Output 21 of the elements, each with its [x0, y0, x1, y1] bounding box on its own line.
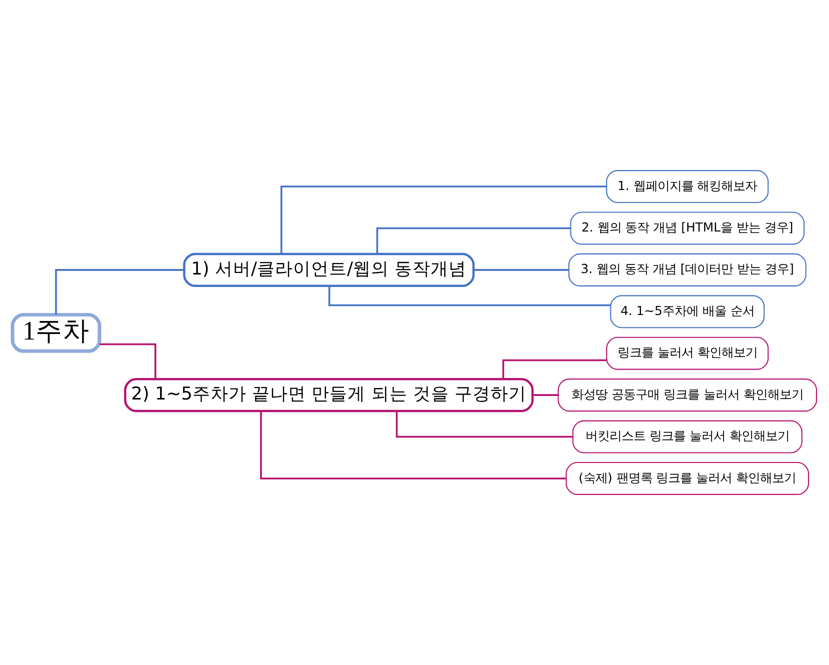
- connector: [55, 269, 184, 315]
- node-box: 2. 웹의 동작 개념 [HTML을 받는 경우]: [570, 212, 805, 245]
- connector: [376, 227, 571, 254]
- connector: [396, 411, 572, 438]
- connector: [100, 343, 156, 379]
- connector: [328, 286, 611, 306]
- node-box: 1주차: [10, 312, 102, 353]
- node-box: 링크를 눌러서 확인해보기: [606, 336, 769, 370]
- connector: [532, 394, 558, 396]
- connector: [474, 269, 569, 271]
- connector: [502, 359, 607, 379]
- node-box: 1) 서버/클라이언트/웹의 동작개념: [183, 252, 475, 288]
- node-box: 버킷리스트 링크를 눌러서 확인해보기: [572, 420, 802, 454]
- connector: [260, 411, 566, 480]
- node-box: (숙제) 팬명록 링크를 눌러서 확인해보기: [566, 462, 810, 495]
- connector: [280, 186, 606, 254]
- node-box: 3. 웹의 동작 개념 [데이터만 받는 경우]: [568, 253, 806, 286]
- node-box: 1. 웹페이지를 해킹해보자: [606, 170, 769, 204]
- node-box: 화성땅 공동구매 링크를 눌러서 확인해보기: [558, 378, 818, 412]
- node-box: 2) 1~5주차가 끝나면 만들게 되는 것을 구경하기: [124, 378, 534, 412]
- node-box: 4. 1~5주차에 배울 순서: [610, 295, 765, 328]
